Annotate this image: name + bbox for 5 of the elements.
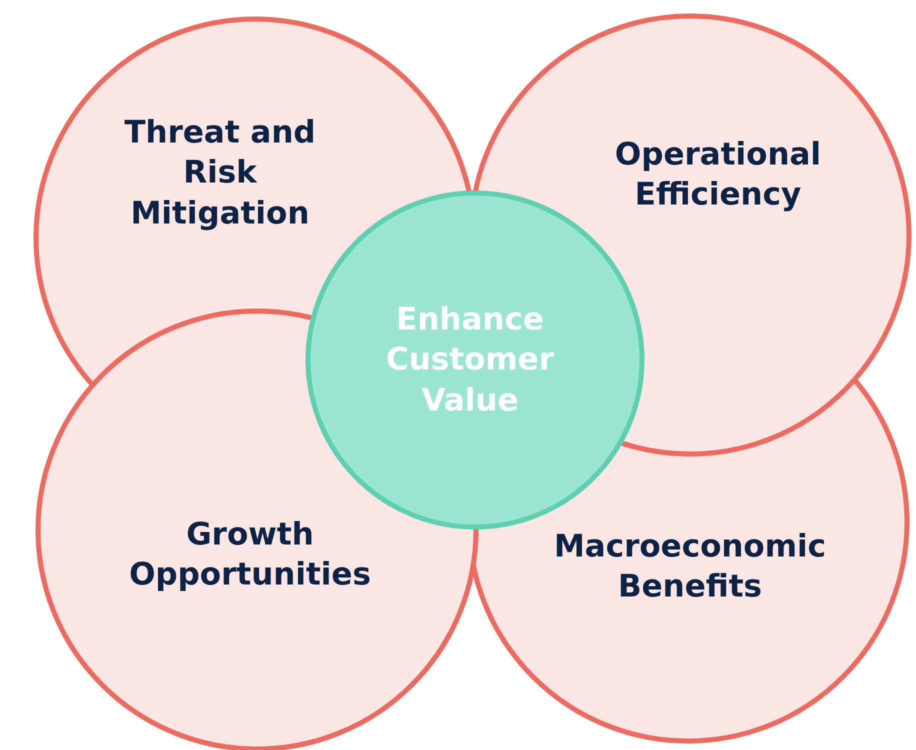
- circle-label: Growth Opportunities: [128, 516, 372, 595]
- circle-label: Enhance Customer Value: [384, 300, 555, 420]
- circle-label: Macroeconomic Benefits: [552, 528, 828, 607]
- circle-label: Threat and Risk Mitigation: [123, 114, 317, 234]
- circle-label: Operational Efficiency: [614, 136, 822, 215]
